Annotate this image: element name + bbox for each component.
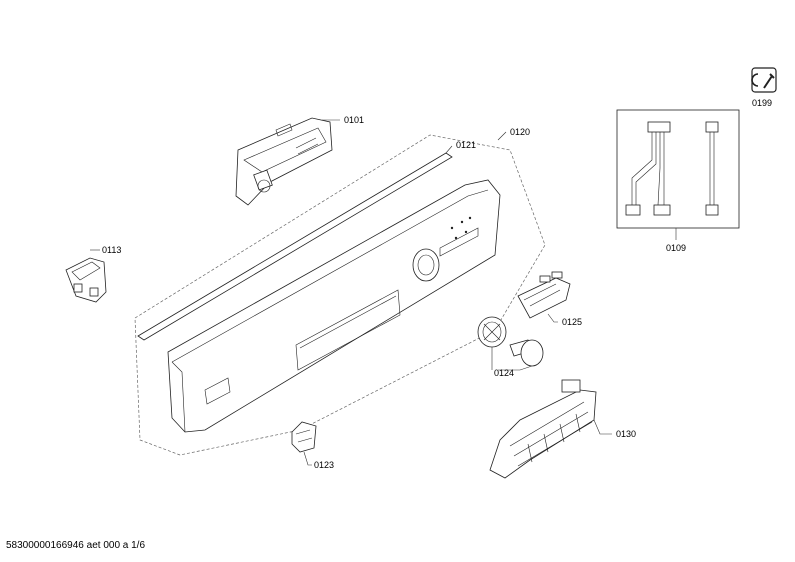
- label-0123: 0123: [314, 460, 334, 470]
- label-0101: 0101: [344, 115, 364, 125]
- connector: [517, 271, 571, 319]
- label-0113: 0113: [102, 245, 121, 255]
- leader-0124: [491, 347, 533, 371]
- wrench-info-icon: [751, 67, 777, 93]
- leader-0121: [445, 145, 453, 154]
- support-rail: [489, 379, 597, 479]
- label-0199: 0199: [752, 98, 772, 108]
- clip: [291, 421, 317, 453]
- control-panel-fascia: [167, 179, 501, 433]
- label-0121: 0121: [456, 140, 476, 150]
- leader-0120: [497, 131, 507, 141]
- bracket: [65, 257, 107, 303]
- electronic-module: [235, 117, 333, 206]
- label-0125: 0125: [562, 317, 582, 327]
- label-0124: 0124: [494, 368, 514, 378]
- document-footer: 58300000166946 aet 000 a 1/6: [6, 540, 146, 551]
- leader-0130: [593, 419, 612, 435]
- label-0130: 0130: [616, 429, 636, 439]
- harness-frame: [616, 109, 740, 229]
- leader-0125: [547, 313, 558, 323]
- cable-harness: [625, 121, 719, 216]
- trim-strip: [137, 152, 453, 341]
- leader-0123: [303, 451, 312, 466]
- knob: [477, 316, 544, 367]
- label-0109: 0109: [666, 243, 686, 253]
- label-0120: 0120: [510, 127, 530, 137]
